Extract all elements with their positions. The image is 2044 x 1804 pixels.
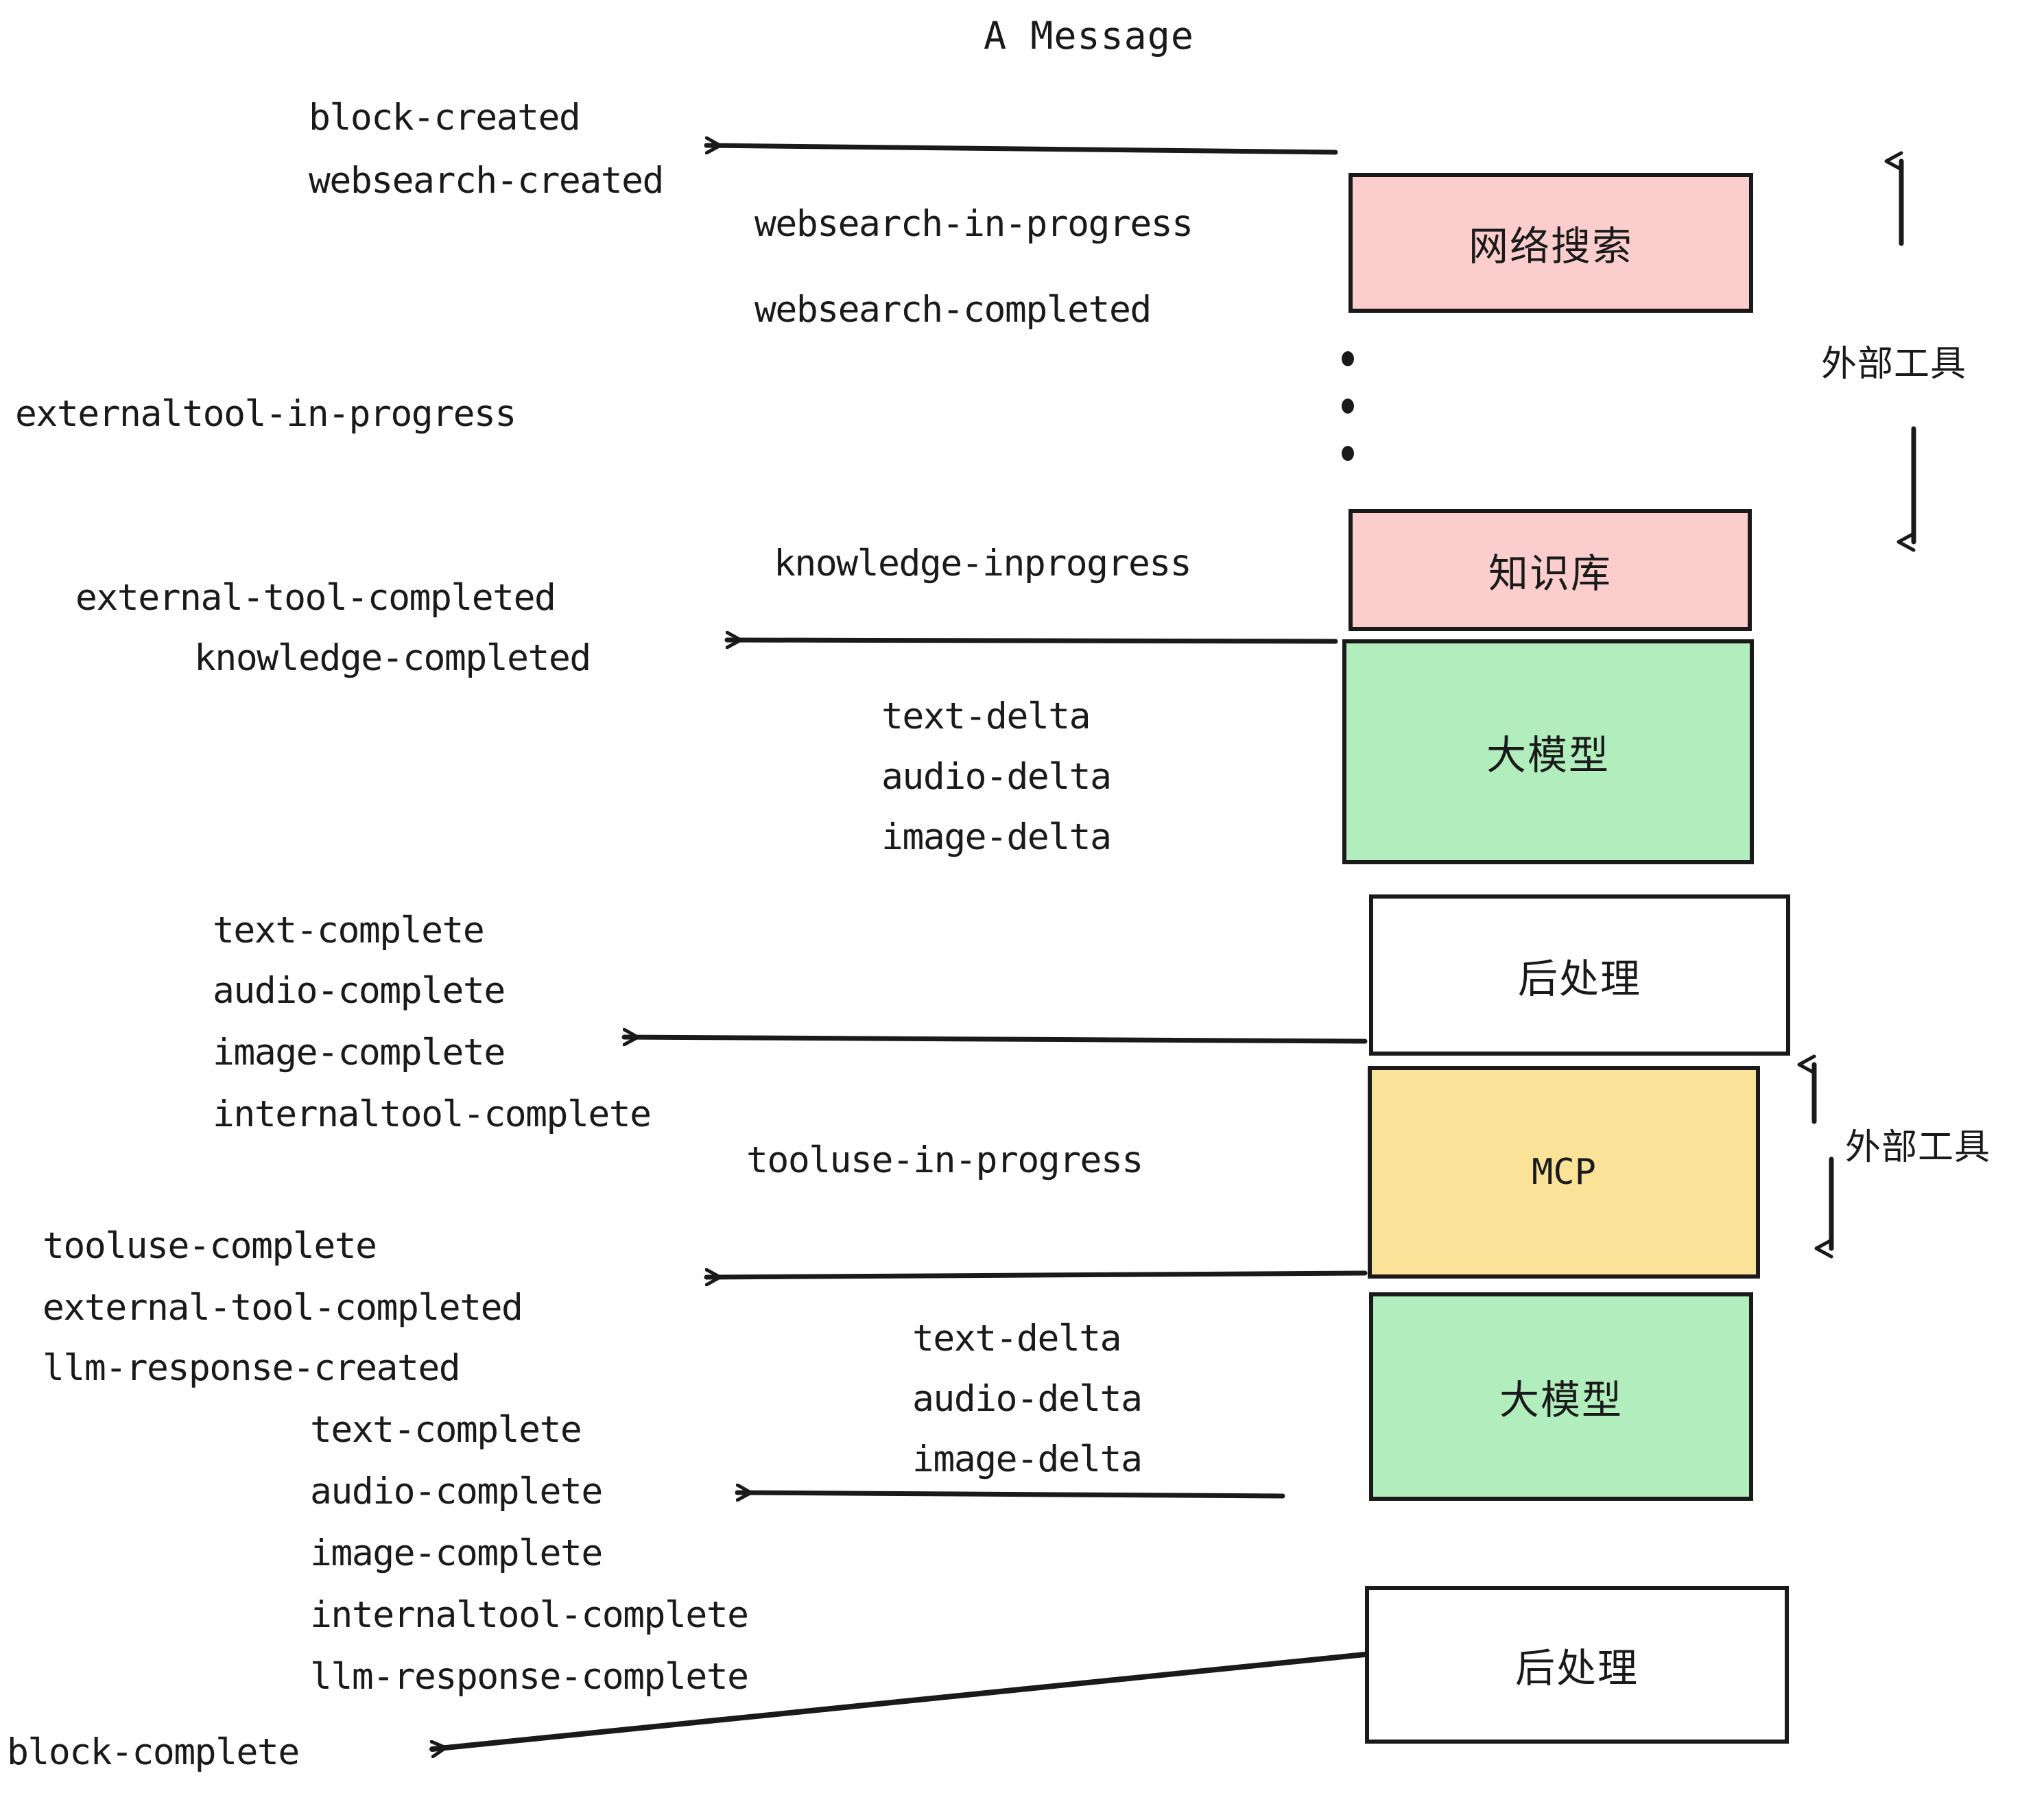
side-label-external-tools-bottom: 外部工具 [1845, 1127, 1991, 1168]
arrow-websearch-to-created [704, 145, 1338, 155]
event-block-complete: block-complete [7, 1731, 300, 1773]
event-knowledge-inprogress: knowledge-inprogress [774, 543, 1192, 584]
arrow-mcp-to-tooluse-complete [704, 1273, 1368, 1277]
node-postprocess-1[interactable]: 后处理 [1369, 894, 1790, 1056]
event-internaltool-complete-2: internaltool-complete [310, 1594, 749, 1636]
event-text-complete-2: text-complete [310, 1409, 582, 1451]
event-audio-complete-1: audio-complete [213, 970, 506, 1012]
event-image-delta-1: image-delta [881, 816, 1112, 858]
event-llm-response-complete: llm-response-complete [310, 1656, 749, 1698]
event-external-tool-completed-1: external-tool-completed [75, 577, 556, 619]
node-websearch-label: 网络搜索 [1468, 223, 1633, 270]
event-text-delta-1: text-delta [881, 696, 1091, 737]
event-websearch-completed: websearch-completed [754, 289, 1152, 331]
event-text-delta-2: text-delta [912, 1318, 1122, 1360]
event-tooluse-complete: tooluse-complete [43, 1225, 377, 1267]
event-audio-delta-2: audio-delta [912, 1378, 1143, 1420]
event-external-tool-completed-2: external-tool-completed [43, 1287, 523, 1329]
node-llm-1[interactable]: 大模型 [1342, 639, 1754, 864]
event-internaltool-complete-1: internaltool-complete [213, 1093, 652, 1135]
page-title: A Message [984, 14, 1195, 58]
event-block-created: block-created [309, 97, 581, 139]
node-postprocess-2-label: 后处理 [1514, 1645, 1639, 1692]
node-knowledge[interactable]: 知识库 [1348, 509, 1752, 631]
event-audio-complete-2: audio-complete [310, 1471, 603, 1512]
arrow-llm2-to-audio-complete [735, 1493, 1285, 1496]
node-postprocess-1-label: 后处理 [1517, 955, 1641, 1002]
event-audio-delta-1: audio-delta [881, 756, 1112, 798]
side-label-external-tools-top: 外部工具 [1821, 344, 1967, 385]
event-llm-response-created: llm-response-created [43, 1347, 461, 1389]
external-tools-bracket-bottom [1797, 1054, 1834, 1259]
event-text-complete-1: text-complete [213, 910, 485, 951]
arrow-knowledge-to-completed [724, 640, 1338, 641]
node-postprocess-2[interactable]: 后处理 [1365, 1586, 1789, 1744]
event-externaltool-in-progress: externaltool-in-progress [15, 393, 516, 435]
event-knowledge-completed: knowledge-completed [194, 637, 591, 679]
node-websearch[interactable]: 网络搜索 [1348, 173, 1753, 313]
node-mcp-label: MCP [1532, 1152, 1596, 1193]
ellipsis-dots [1334, 351, 1362, 461]
node-llm-1-label: 大模型 [1486, 732, 1610, 779]
node-llm-2[interactable]: 大模型 [1369, 1292, 1753, 1501]
node-mcp[interactable]: MCP [1368, 1066, 1760, 1279]
event-image-delta-2: image-delta [912, 1438, 1143, 1480]
event-websearch-in-progress: websearch-in-progress [754, 203, 1193, 245]
node-llm-2-label: 大模型 [1499, 1377, 1623, 1423]
arrow-postprocess1-to-image-complete [621, 1037, 1368, 1041]
event-image-complete-1: image-complete [213, 1032, 506, 1073]
event-websearch-created: websearch-created [309, 160, 664, 202]
event-image-complete-2: image-complete [310, 1532, 603, 1574]
event-tooluse-in-progress: tooluse-in-progress [746, 1139, 1143, 1181]
node-knowledge-label: 知识库 [1488, 550, 1612, 597]
